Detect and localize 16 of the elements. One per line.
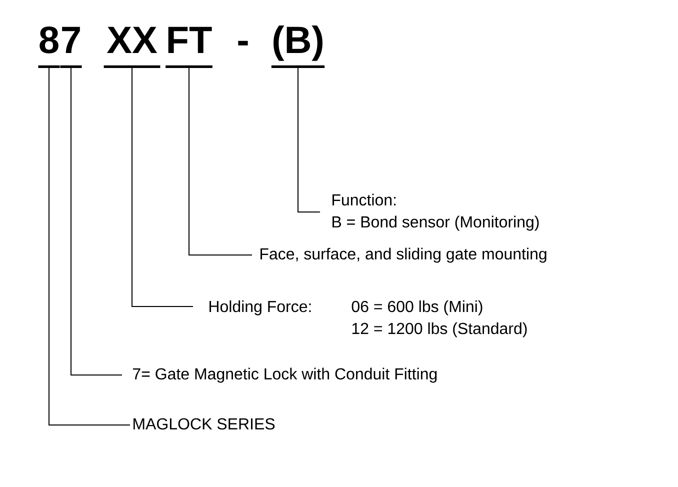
description-text: Face, surface, and sliding gate mounting (260, 248, 546, 263)
code-segment: (B) (271, 25, 325, 68)
leader-line (132, 66, 194, 307)
leader-line (70, 66, 122, 376)
description-text: Function: B = Bond sensor (Monitoring) (332, 194, 539, 231)
separator-dash: - (238, 40, 248, 46)
description-text: MAGLOCK SERIES (134, 418, 275, 430)
code-segment: FT (166, 26, 212, 68)
code-segment: 7 (60, 26, 82, 68)
leader-line (298, 66, 320, 212)
leader-line (48, 66, 130, 426)
description-text: 7= Gate Magnetic Lock with Conduit Fitting (133, 368, 437, 383)
code-segment: XX (104, 26, 160, 68)
description-text: Holding Force: 06 = 600 lbs (Mini) 12 = 1200 lbs (Standard) (210, 300, 527, 338)
code-segment: 8 (38, 26, 60, 68)
leader-line (188, 66, 252, 256)
